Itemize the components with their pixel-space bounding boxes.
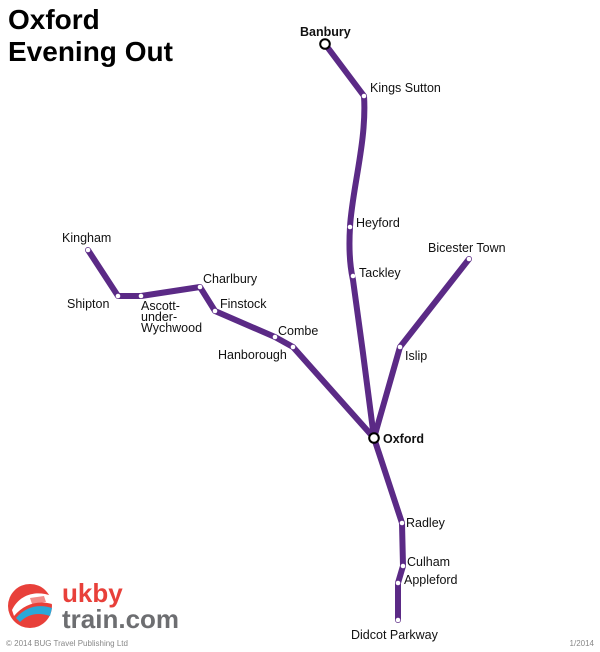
station-dot-didcot[interactable] bbox=[395, 617, 401, 623]
station-dot-charlbury[interactable] bbox=[197, 284, 203, 290]
station-dot-heyford[interactable] bbox=[347, 224, 353, 230]
label-kingham[interactable]: Kingham bbox=[62, 231, 111, 245]
label-finstock[interactable]: Finstock bbox=[220, 297, 267, 311]
label-banbury[interactable]: Banbury bbox=[300, 25, 351, 39]
label-heyford[interactable]: Heyford bbox=[356, 216, 400, 230]
label-combe[interactable]: Combe bbox=[278, 324, 318, 338]
label-oxford[interactable]: Oxford bbox=[383, 432, 424, 446]
station-dot-shipton[interactable] bbox=[115, 293, 121, 299]
station-dot-ascott[interactable] bbox=[138, 293, 144, 299]
train-logo-icon bbox=[8, 584, 52, 628]
label-shipton[interactable]: Shipton bbox=[67, 297, 109, 311]
label-ascott-line-3[interactable]: Wychwood bbox=[141, 321, 202, 335]
station-ring-oxford[interactable] bbox=[368, 432, 380, 444]
station-dot-hanborough[interactable] bbox=[290, 344, 296, 350]
label-islip[interactable]: Islip bbox=[405, 349, 427, 363]
map-title: Oxford Evening Out bbox=[8, 4, 173, 68]
label-didcot-parkway[interactable]: Didcot Parkway bbox=[351, 628, 439, 642]
line-kingham-oxford bbox=[85, 247, 377, 441]
logo-text-ukby: ukby bbox=[62, 578, 123, 608]
title-line-2: Evening Out bbox=[8, 36, 173, 67]
station-dot-culham[interactable] bbox=[400, 563, 406, 569]
label-kings-sutton[interactable]: Kings Sutton bbox=[370, 81, 441, 95]
label-tackley[interactable]: Tackley bbox=[359, 266, 401, 280]
station-dot-appleford[interactable] bbox=[395, 580, 401, 586]
label-appleford[interactable]: Appleford bbox=[404, 573, 458, 587]
station-dot-combe[interactable] bbox=[272, 334, 278, 340]
logo-text-train: train.com bbox=[62, 604, 180, 634]
label-radley[interactable]: Radley bbox=[406, 516, 446, 530]
line-oxford-didcot bbox=[371, 435, 406, 623]
station-dot-tackley[interactable] bbox=[350, 273, 356, 279]
station-dot-bicester-town[interactable] bbox=[466, 256, 472, 262]
label-hanborough[interactable]: Hanborough bbox=[218, 348, 287, 362]
station-dot-finstock[interactable] bbox=[212, 308, 218, 314]
ukbytrain-logo[interactable]: ukby train.com bbox=[6, 578, 206, 634]
line-banbury-oxford bbox=[322, 41, 377, 441]
station-ring-banbury[interactable] bbox=[319, 38, 331, 50]
label-bicester-town[interactable]: Bicester Town bbox=[428, 241, 506, 255]
label-culham[interactable]: Culham bbox=[407, 555, 450, 569]
date-text: 1/2014 bbox=[569, 639, 594, 648]
label-ascott-line-1[interactable]: Ascott- bbox=[141, 299, 180, 313]
label-ascott-line-2[interactable]: under- bbox=[141, 310, 177, 324]
station-dot-radley[interactable] bbox=[399, 520, 405, 526]
station-dot-kingham[interactable] bbox=[85, 247, 91, 253]
title-line-1: Oxford bbox=[8, 4, 100, 35]
copyright-text: © 2014 BUG Travel Publishing Ltd bbox=[6, 639, 128, 648]
station-dot-kings-sutton[interactable] bbox=[361, 93, 367, 99]
station-dot-islip[interactable] bbox=[397, 344, 403, 350]
label-charlbury[interactable]: Charlbury bbox=[203, 272, 258, 286]
